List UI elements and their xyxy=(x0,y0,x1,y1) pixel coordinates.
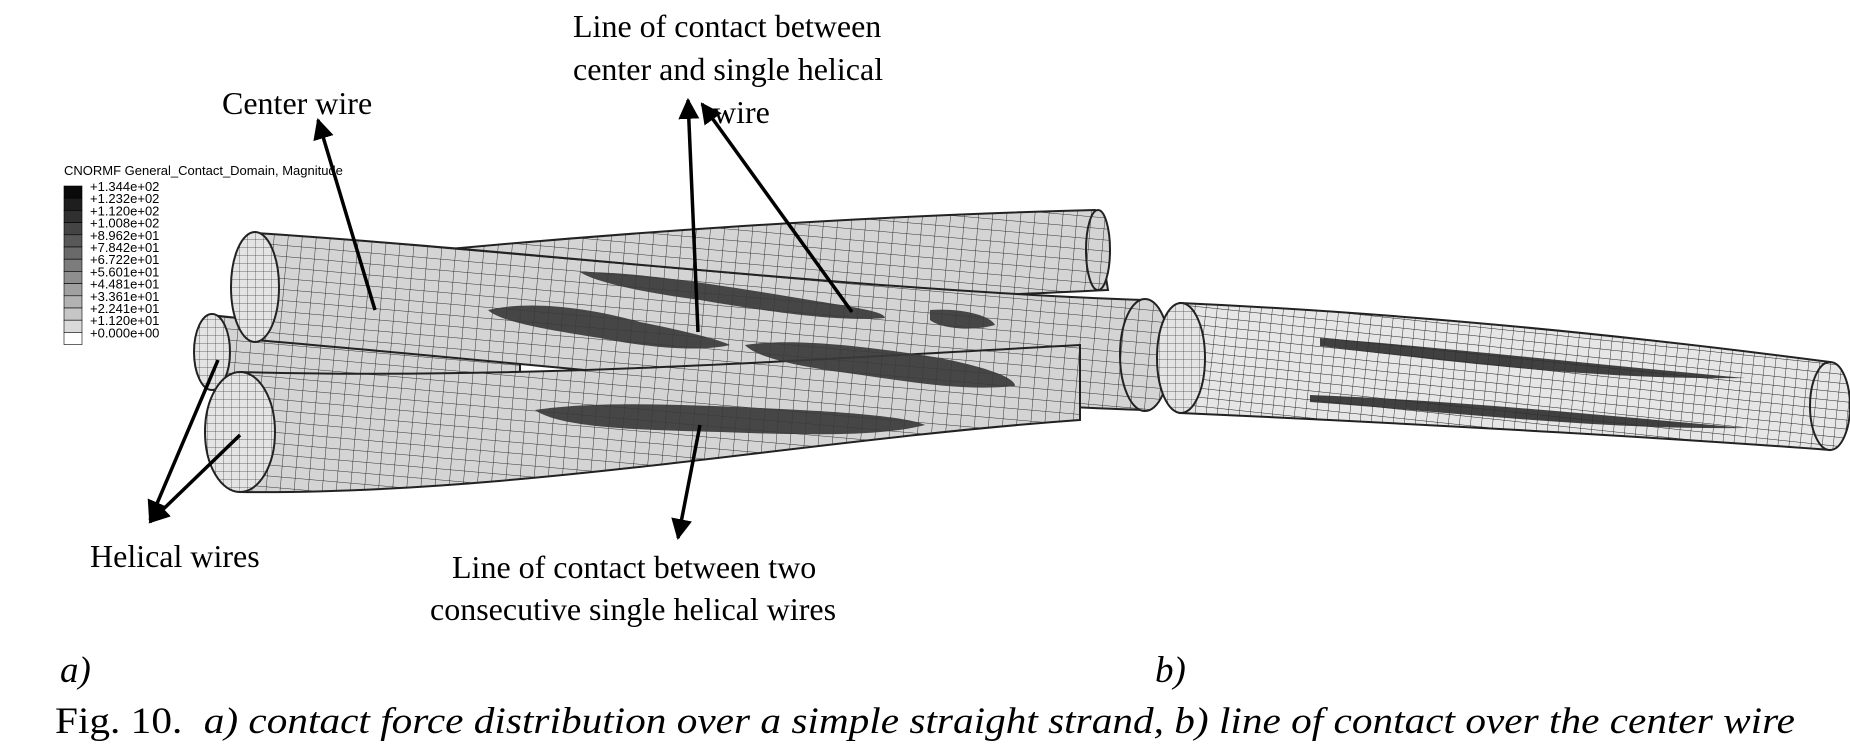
contact-lines-b xyxy=(1310,338,1745,429)
legend-swatch xyxy=(63,332,83,345)
legend-swatch xyxy=(63,283,83,297)
legend-swatch xyxy=(63,319,83,333)
arrow-contact-two xyxy=(671,424,702,541)
legend-swatch xyxy=(63,197,83,211)
arrow-center-wire xyxy=(313,117,377,311)
figure-caption: Fig. 10. a) contact force distribution o… xyxy=(55,701,1795,742)
legend-swatch xyxy=(63,210,83,223)
label-contact-two-line2: consecutive single helical wires xyxy=(430,591,836,627)
legend-title: CNORMF General_Contact_Domain, Magnitude xyxy=(64,163,343,178)
legend-value: +1.232e+02 xyxy=(90,191,159,206)
legend-value: +1.120e+02 xyxy=(90,203,159,218)
legend-swatch xyxy=(63,295,83,309)
legend-value: +4.481e+01 xyxy=(90,277,159,292)
center-wire-model-b xyxy=(1156,301,1850,452)
label-helical-wires: Helical wires xyxy=(90,538,260,574)
arrow-helical-2 xyxy=(148,433,242,524)
caption-text: a) contact force distribution over a sim… xyxy=(204,701,1795,742)
label-contact-center-line1: Line of contact between xyxy=(573,8,881,44)
legend-value: +5.601e+01 xyxy=(90,264,159,279)
caption-prefix: Fig. 10. xyxy=(55,701,182,742)
strand-model xyxy=(193,208,1171,494)
label-center-wire: Center wire xyxy=(222,85,372,121)
arrow-contact-center-2 xyxy=(700,102,854,314)
label-contact-center-line3: wire xyxy=(713,94,770,130)
legend-swatch xyxy=(63,307,83,321)
legend-value: +2.241e+01 xyxy=(90,301,159,316)
legend-value: +0.000e+00 xyxy=(90,325,159,340)
legend-swatch xyxy=(63,271,83,284)
arrow-helical-1 xyxy=(147,359,220,522)
arrow-contact-center-1 xyxy=(678,97,700,333)
legend-value: +1.008e+02 xyxy=(90,216,159,231)
legend-swatch xyxy=(63,222,83,236)
legend-value: +1.120e+01 xyxy=(90,313,159,328)
legend-value: +1.344e+02 xyxy=(90,179,159,194)
legend: CNORMF General_Contact_Domain, Magnitude… xyxy=(63,163,343,345)
legend-swatch xyxy=(63,234,83,248)
label-contact-two-line1: Line of contact between two xyxy=(452,549,816,585)
legend-swatch xyxy=(63,185,83,199)
contact-regions xyxy=(488,272,1015,435)
legend-value: +6.722e+01 xyxy=(90,252,159,267)
panel-a-label: a) xyxy=(60,650,91,691)
legend-value: +8.962e+01 xyxy=(90,228,159,243)
legend-value: +7.842e+01 xyxy=(90,240,159,255)
legend-swatch xyxy=(63,258,83,272)
label-contact-center-line2: center and single helical xyxy=(573,51,883,87)
legend-value: +3.361e+01 xyxy=(90,289,159,304)
panel-b-label: b) xyxy=(1155,650,1186,691)
legend-swatch xyxy=(63,246,83,260)
